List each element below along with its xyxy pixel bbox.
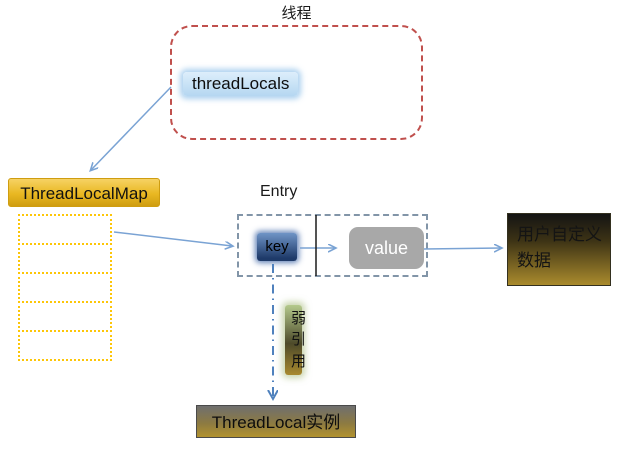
thread-title: 线程 <box>281 5 312 22</box>
thread-box <box>170 25 423 140</box>
arrow-threadlocals-to-map <box>91 86 172 170</box>
threadlocal-instance-box: ThreadLocal实例 <box>196 405 356 438</box>
threadlocals-field: threadLocals <box>183 72 299 96</box>
arrow-cell-to-key <box>113 231 232 246</box>
map-cell <box>18 243 112 274</box>
entry-key: key <box>257 233 297 261</box>
arrow-value-to-userdata <box>423 248 501 249</box>
map-cell <box>18 330 112 361</box>
map-cell <box>18 214 112 245</box>
map-cell-stack <box>18 214 112 361</box>
map-cell <box>18 301 112 332</box>
user-data-box: 用户自定义数据 <box>507 213 611 286</box>
map-cell <box>18 272 112 303</box>
entry-value: value <box>349 227 424 269</box>
entry-box <box>237 214 428 277</box>
threadlocalmap-label: ThreadLocalMap <box>8 178 160 207</box>
entry-title: Entry <box>260 183 298 200</box>
weak-reference-label: 弱引用 <box>285 305 306 375</box>
